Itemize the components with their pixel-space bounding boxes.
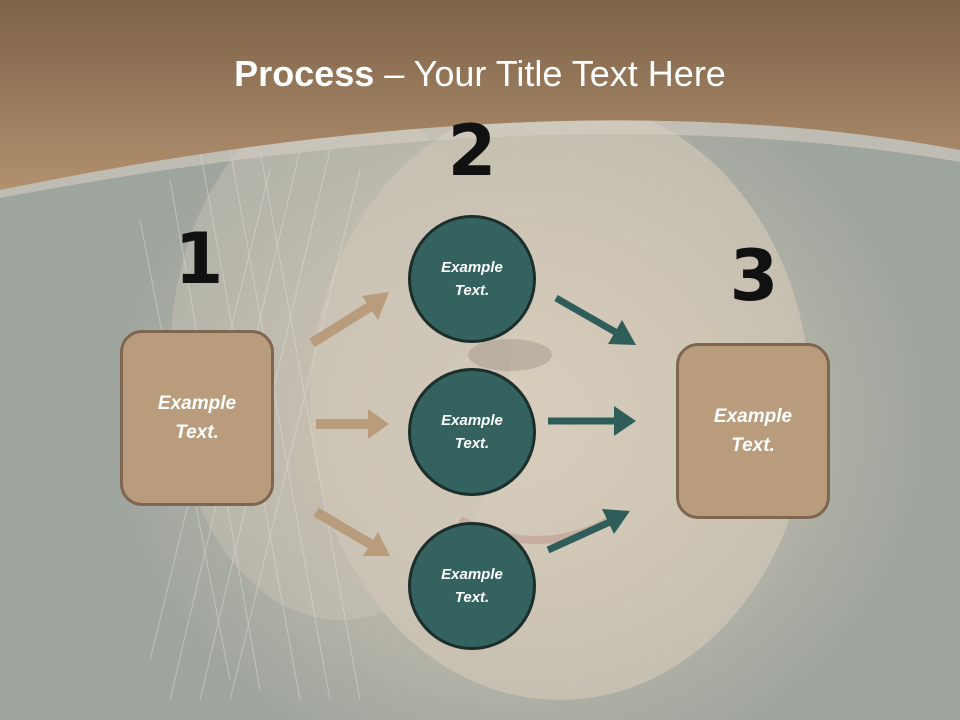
- step-number-2: 2: [447, 110, 497, 192]
- circle-top-line1: Example: [441, 259, 503, 276]
- arrow-tan-down: [313, 507, 390, 556]
- left-box-line2: Text.: [175, 422, 219, 443]
- right-box-line1: Example: [713, 406, 793, 427]
- title-rest: – Your Title Text Here: [374, 53, 726, 94]
- header-band: [0, 0, 960, 198]
- circle-middle-line2: Text.: [454, 435, 490, 452]
- right-box-line2: Text.: [731, 435, 775, 456]
- circle-top-line2: Text.: [454, 282, 490, 299]
- slide-title: Process – Your Title Text Here: [0, 52, 960, 96]
- arrow-tan-up: [309, 292, 389, 348]
- title-bold: Process: [234, 53, 375, 94]
- arrow-teal-down: [554, 294, 636, 345]
- circle-bottom-line1: Example: [441, 566, 503, 583]
- step-number-1: 1: [174, 218, 224, 300]
- arrow-tan-mid: [316, 409, 389, 439]
- circle-bottom-line2: Text.: [454, 589, 490, 606]
- arrow-teal-up: [546, 509, 630, 554]
- circle-middle-line1: Example: [441, 412, 503, 429]
- left-box-line1: Example: [157, 393, 237, 414]
- step-number-3: 3: [729, 235, 779, 317]
- arrow-teal-mid: [548, 406, 636, 436]
